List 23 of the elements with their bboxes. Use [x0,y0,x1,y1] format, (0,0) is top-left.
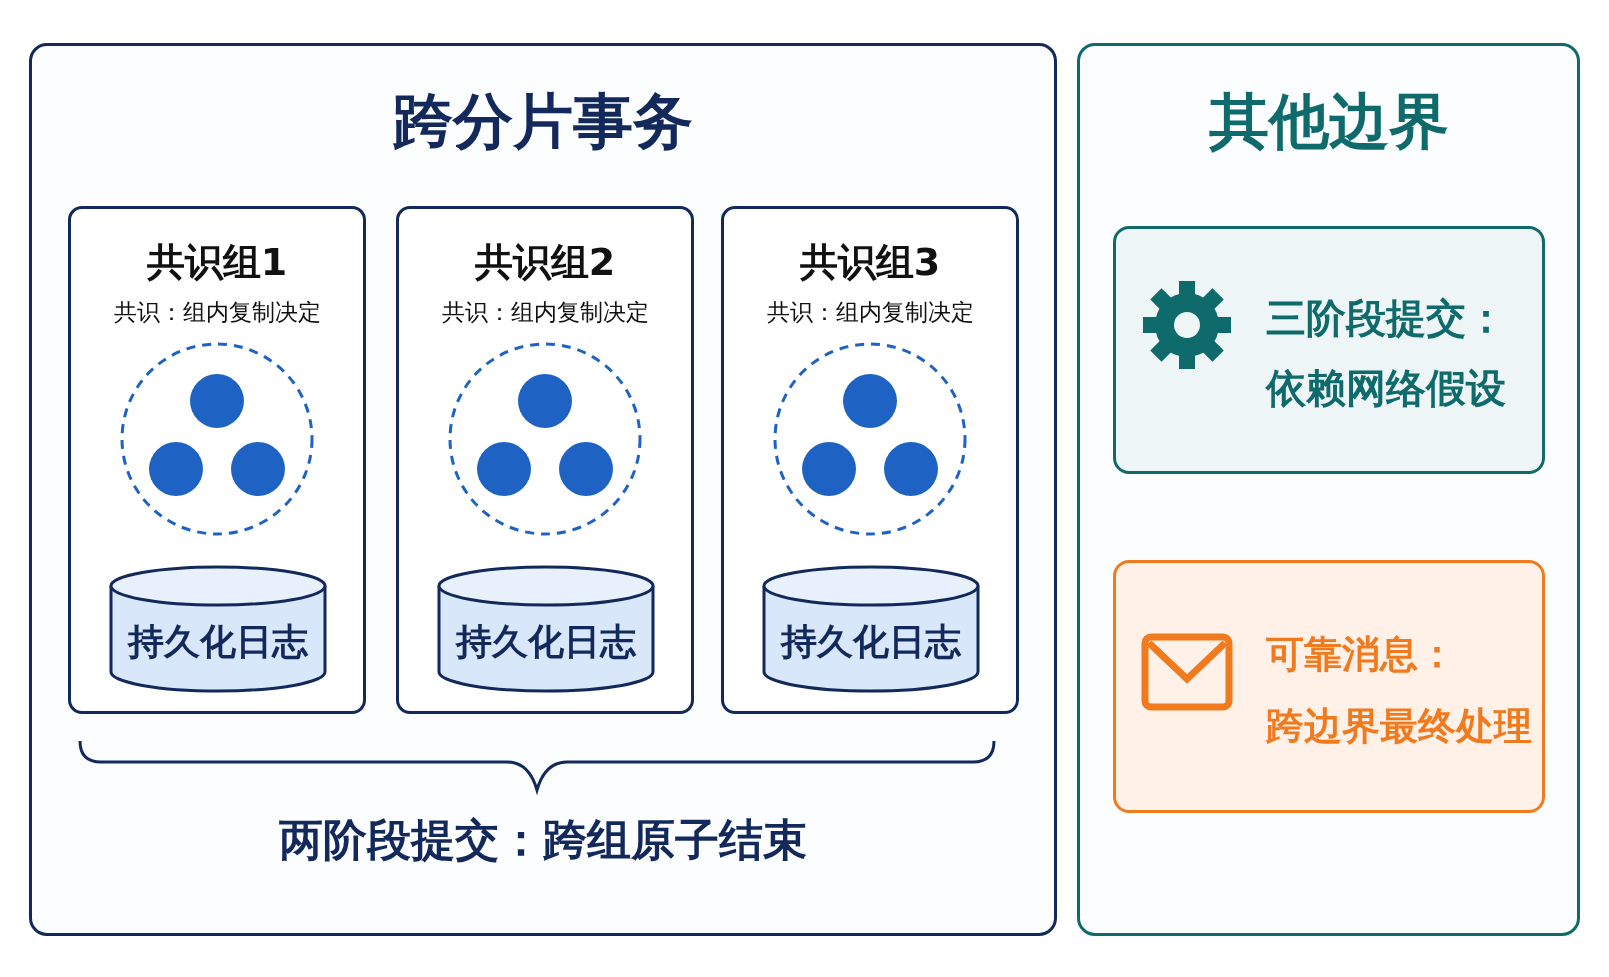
group-title: 共识组3 [799,239,941,286]
group-title: 共识组2 [474,239,616,286]
section-panel [29,43,1057,936]
card-heading: 三阶段提交： [1266,294,1506,343]
group-subtitle: 共识：组内复制决定 [441,298,649,327]
group-title: 共识组1 [146,239,288,286]
group-subtitle: 共识：组内复制决定 [766,298,974,327]
group-card [68,206,366,714]
section-title: 跨分片事务 [393,85,693,158]
caption-text: 两阶段提交：跨组原子结束 [279,813,807,867]
card-heading: 可靠消息： [1266,631,1456,678]
card-text: 依赖网络假设 [1266,364,1506,413]
info-card [1113,226,1545,474]
cylinder-label: 持久化日志 [781,620,961,664]
group-card [396,206,694,714]
section-title: 其他边界 [1208,85,1449,158]
group-card [721,206,1019,714]
section-panel [1077,43,1580,936]
cylinder-label: 持久化日志 [128,620,308,664]
group-subtitle: 共识：组内复制决定 [113,298,321,327]
card-text: 跨边界最终处理 [1266,703,1532,750]
info-card [1113,560,1545,813]
cylinder-label: 持久化日志 [456,620,636,664]
